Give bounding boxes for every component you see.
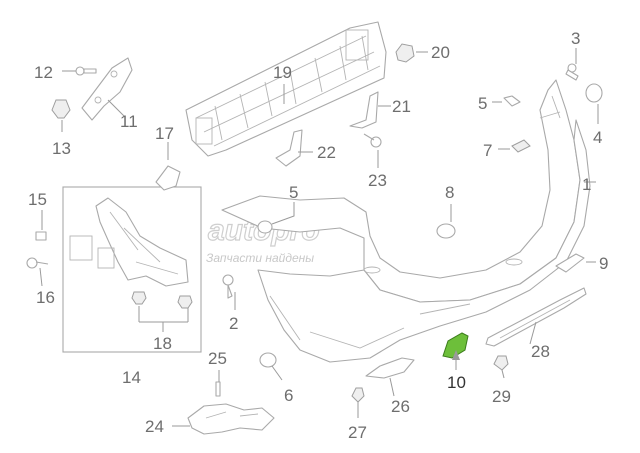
callout-1[interactable]: 1 bbox=[582, 175, 591, 194]
callout-9[interactable]: 9 bbox=[599, 254, 608, 273]
callout-11[interactable]: 11 bbox=[120, 112, 138, 131]
callout-18[interactable]: 18 bbox=[153, 334, 172, 353]
callout-20[interactable]: 20 bbox=[431, 43, 450, 62]
part-11-bracket bbox=[81, 57, 133, 121]
part-26-bracket bbox=[365, 357, 415, 379]
callout-12[interactable]: 12 bbox=[34, 63, 53, 82]
callout-29[interactable]: 29 bbox=[492, 387, 511, 406]
callout-6[interactable]: 6 bbox=[284, 386, 293, 405]
callout-13[interactable]: 13 bbox=[52, 139, 71, 158]
callout-21[interactable]: 21 bbox=[392, 97, 411, 116]
part-24-bracket bbox=[187, 403, 275, 435]
callout-16[interactable]: 16 bbox=[36, 288, 55, 307]
part-14-group-box bbox=[62, 186, 202, 353]
callout-19[interactable]: 19 bbox=[273, 63, 292, 82]
callout-7[interactable]: 7 bbox=[483, 141, 492, 160]
callout-17[interactable]: 17 bbox=[155, 124, 174, 143]
callout-25[interactable]: 25 bbox=[208, 349, 227, 368]
callout-15[interactable]: 15 bbox=[28, 190, 47, 209]
callouts: 1 2 3 4 5 5 6 7 8 9 10 11 12 13 14 15 16… bbox=[28, 29, 608, 442]
callout-4[interactable]: 4 bbox=[593, 128, 602, 147]
part-28-molding bbox=[485, 287, 587, 347]
watermark-tagline: Запчасти найдены bbox=[206, 251, 314, 265]
fasteners bbox=[26, 43, 603, 403]
part-19-reinforcement-beam bbox=[185, 21, 387, 157]
callout-26[interactable]: 26 bbox=[391, 397, 410, 416]
callout-22[interactable]: 22 bbox=[317, 143, 336, 162]
callout-27[interactable]: 27 bbox=[348, 423, 367, 442]
callout-14[interactable]: 14 bbox=[122, 368, 141, 387]
callout-8[interactable]: 8 bbox=[445, 183, 454, 202]
callout-28[interactable]: 28 bbox=[531, 342, 550, 361]
callout-24[interactable]: 24 bbox=[145, 417, 164, 436]
part-1-bumper-cover bbox=[221, 79, 591, 363]
part-21-bracket bbox=[349, 91, 379, 129]
callout-5-middle[interactable]: 5 bbox=[289, 183, 298, 202]
part-17-bracket bbox=[155, 165, 181, 191]
callout-2[interactable]: 2 bbox=[229, 314, 238, 333]
callout-23[interactable]: 23 bbox=[368, 171, 387, 190]
callout-10[interactable]: 10 bbox=[447, 373, 466, 392]
callout-3[interactable]: 3 bbox=[571, 29, 580, 48]
leader-lines bbox=[39, 48, 599, 427]
part-10-cover-cap bbox=[442, 332, 469, 359]
part-9-reflector bbox=[555, 253, 585, 273]
part-22-bracket bbox=[275, 129, 303, 167]
callout-5-upper[interactable]: 5 bbox=[478, 94, 487, 113]
